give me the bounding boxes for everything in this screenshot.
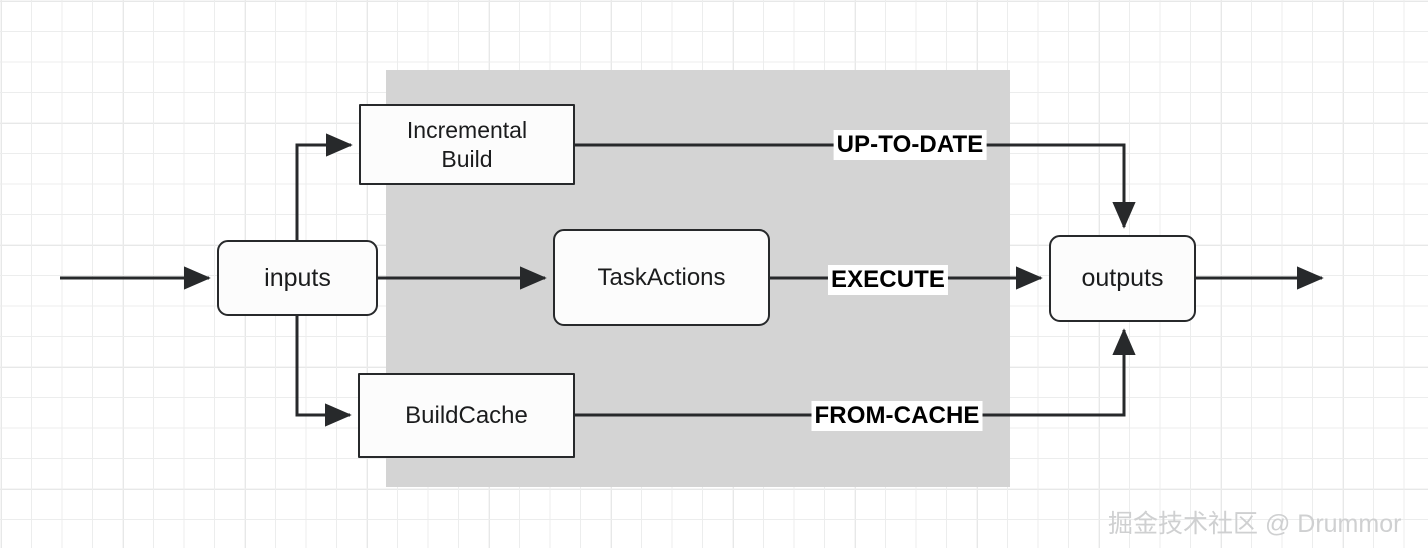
edge-label-from-cache: FROM-CACHE — [811, 401, 983, 431]
node-task-actions-label: TaskActions — [597, 263, 726, 291]
edge-label-up-to-date: UP-TO-DATE — [833, 130, 987, 160]
node-incremental-build-label-line1: Incremental — [406, 116, 528, 143]
edge-inputs-to-incremental-build — [295, 133, 353, 240]
node-build-cache[interactable]: BuildCache — [358, 373, 575, 458]
node-outputs[interactable]: outputs — [1049, 235, 1196, 322]
node-incremental-build[interactable]: Incremental Build — [359, 104, 575, 185]
node-incremental-build-label-line2: Build — [441, 145, 493, 172]
node-task-actions[interactable]: TaskActions — [553, 229, 770, 326]
node-build-cache-label: BuildCache — [405, 401, 528, 429]
node-inputs[interactable]: inputs — [217, 240, 378, 316]
node-incremental-build-label: Incremental Build — [407, 116, 527, 173]
watermark-text: 掘金技术社区 @ Drummor — [1108, 510, 1402, 538]
node-outputs-label: outputs — [1081, 264, 1164, 292]
node-inputs-label: inputs — [264, 263, 331, 292]
edge-inputs-to-build-cache — [295, 316, 352, 427]
edge-label-execute: EXECUTE — [827, 265, 949, 295]
